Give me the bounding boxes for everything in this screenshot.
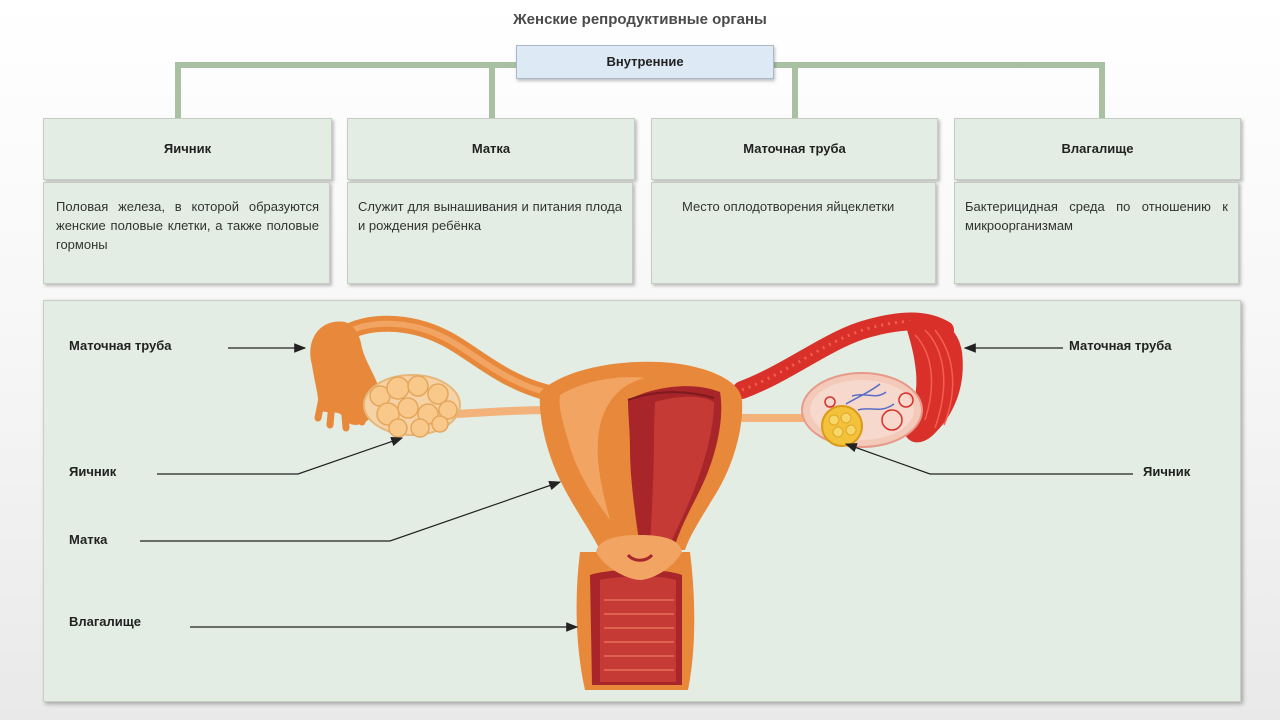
organ-description-uterus: Служит для вынашивания и питания плода и… — [347, 182, 633, 284]
organ-header-tube: Маточная труба — [651, 118, 938, 180]
left-ovary — [363, 374, 461, 438]
organ-header-ovary: Яичник — [43, 118, 332, 180]
left-fallopian-tube — [310, 315, 553, 432]
internal-organs-box: Внутренние — [516, 45, 774, 79]
label-right-fallopian-tube: Маточная труба — [1069, 338, 1172, 353]
organ-description-vagina: Бактерицидная среда по отношению к микро… — [954, 182, 1239, 284]
label-left-fallopian-tube: Маточная труба — [69, 338, 172, 353]
page-title: Женские репродуктивные органы — [513, 11, 767, 28]
label-vagina: Влагалище — [69, 614, 141, 629]
organ-header-uterus: Матка — [347, 118, 635, 180]
label-right-ovary: Яичник — [1143, 464, 1191, 479]
organ-description-ovary: Половая железа, в которой образуются жен… — [43, 182, 330, 284]
organ-description-tube: Место оплодотворения яйцеклетки — [651, 182, 936, 284]
uterus — [539, 361, 743, 550]
hierarchy-connector — [175, 62, 1105, 118]
right-ovary — [801, 372, 923, 448]
pointer-left-ovary — [157, 436, 404, 475]
pointer-uterus — [140, 481, 562, 542]
pointer-right-ovary — [844, 443, 1133, 475]
label-left-ovary: Яичник — [69, 464, 117, 479]
organ-header-vagina: Влагалище — [954, 118, 1241, 180]
vagina — [576, 535, 695, 690]
left-ovarian-ligament — [451, 406, 552, 418]
label-uterus: Матка — [69, 532, 108, 547]
